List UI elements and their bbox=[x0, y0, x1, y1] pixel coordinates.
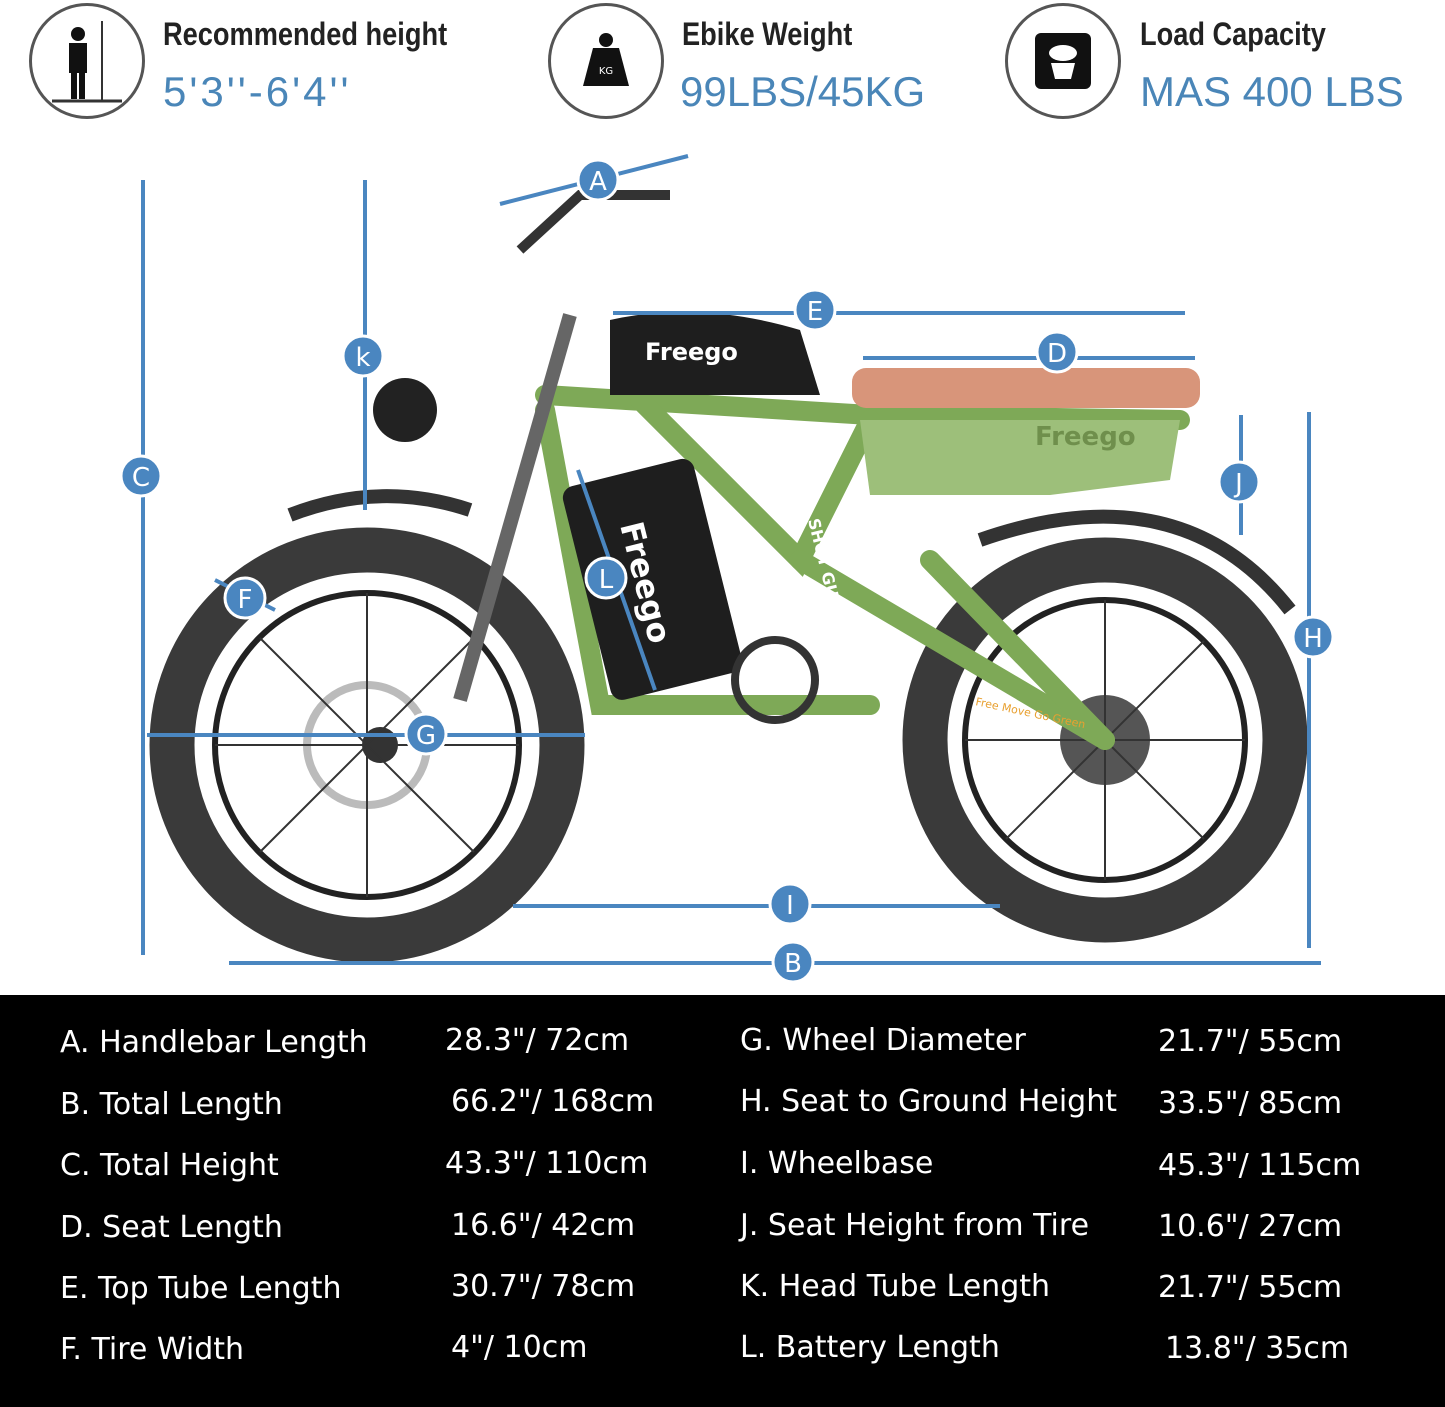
bike-dimension-diagram: Freego Freego Freego SHOT GUN Free Move … bbox=[119, 154, 1335, 984]
spec-value: 28.3"/ 72cm bbox=[445, 1023, 630, 1058]
spec-value: 43.3"/ 110cm bbox=[445, 1146, 649, 1181]
svg-text:G: G bbox=[416, 721, 436, 751]
spec-label: G. Wheel Diameter bbox=[740, 1023, 1026, 1058]
svg-text:L: L bbox=[599, 565, 614, 595]
marker-f: F bbox=[223, 576, 267, 620]
svg-text:H: H bbox=[1303, 624, 1323, 654]
marker-d: D bbox=[1035, 330, 1079, 374]
svg-text:J: J bbox=[1233, 469, 1243, 499]
svg-text:E: E bbox=[807, 297, 823, 327]
weight-kg-icon: KG bbox=[548, 3, 664, 119]
spec-value: 30.7"/ 78cm bbox=[451, 1269, 636, 1304]
spec-label: I. Wheelbase bbox=[740, 1146, 934, 1181]
height-person-icon bbox=[29, 3, 145, 119]
feature-title: Load Capacity bbox=[1140, 16, 1326, 52]
spec-value: 21.7"/ 55cm bbox=[1158, 1024, 1343, 1059]
spec-label: F. Tire Width bbox=[60, 1332, 245, 1367]
marker-h: H bbox=[1291, 615, 1335, 659]
spec-label: L. Battery Length bbox=[740, 1330, 1000, 1365]
scale-icon bbox=[1005, 3, 1121, 119]
svg-text:C: C bbox=[132, 463, 150, 493]
svg-text:D: D bbox=[1047, 339, 1067, 369]
spec-label: D. Seat Length bbox=[60, 1210, 283, 1245]
marker-j: J bbox=[1217, 460, 1261, 504]
battery bbox=[562, 458, 742, 700]
svg-text:B: B bbox=[784, 949, 802, 979]
feature-value: MAS 400 LBS bbox=[1140, 68, 1404, 115]
marker-c: C bbox=[119, 454, 163, 498]
rack-brand: Freego bbox=[1035, 422, 1136, 452]
tank-brand: Freego bbox=[645, 338, 738, 366]
feature-value: 5'3''-6'4'' bbox=[163, 68, 352, 115]
marker-l: L bbox=[584, 556, 628, 600]
marker-i: I bbox=[768, 882, 812, 926]
svg-text:I: I bbox=[786, 891, 794, 921]
spec-label: H. Seat to Ground Height bbox=[740, 1084, 1117, 1119]
bike-frame bbox=[535, 385, 1190, 750]
svg-text:F: F bbox=[238, 585, 253, 615]
front-fender bbox=[287, 489, 473, 522]
marker-a: A bbox=[576, 158, 620, 202]
spec-value: 45.3"/ 115cm bbox=[1158, 1148, 1362, 1183]
spec-value: 21.7"/ 55cm bbox=[1158, 1270, 1343, 1305]
marker-g: G bbox=[404, 712, 448, 756]
spec-label: E. Top Tube Length bbox=[60, 1271, 342, 1306]
spec-value: 16.6"/ 42cm bbox=[451, 1208, 636, 1243]
spec-label: C. Total Height bbox=[60, 1148, 279, 1183]
spec-label: A. Handlebar Length bbox=[60, 1025, 368, 1060]
feature-title: Ebike Weight bbox=[682, 16, 853, 52]
feature-value: 99LBS/45KG bbox=[680, 68, 926, 115]
marker-k: k bbox=[341, 334, 385, 378]
tank bbox=[610, 312, 820, 395]
marker-e: E bbox=[793, 288, 837, 332]
spec-label: K. Head Tube Length bbox=[740, 1269, 1051, 1304]
front-fork bbox=[453, 313, 577, 702]
spec-value: 33.5"/ 85cm bbox=[1158, 1086, 1343, 1121]
rear-fender bbox=[977, 509, 1296, 615]
rear-rack bbox=[860, 420, 1180, 495]
spec-label: B. Total Length bbox=[60, 1087, 283, 1122]
spec-label: J. Seat Height from Tire bbox=[740, 1208, 1090, 1243]
chainring bbox=[731, 636, 819, 724]
spec-value: 10.6"/ 27cm bbox=[1158, 1209, 1343, 1244]
feature-title: Recommended height bbox=[163, 16, 448, 52]
seat bbox=[852, 368, 1200, 408]
spec-value: 66.2"/ 168cm bbox=[451, 1084, 655, 1119]
handlebar bbox=[516, 190, 670, 254]
svg-text:k: k bbox=[355, 343, 370, 373]
svg-text:A: A bbox=[589, 167, 607, 197]
spec-value: 13.8"/ 35cm bbox=[1165, 1331, 1350, 1366]
spec-table: A. Handlebar Length 28.3"/ 72cm B. Total… bbox=[0, 995, 1445, 1407]
svg-text:KG: KG bbox=[599, 66, 613, 77]
marker-b: B bbox=[771, 940, 815, 984]
spec-value: 4"/ 10cm bbox=[451, 1330, 588, 1365]
headlight bbox=[373, 378, 437, 442]
